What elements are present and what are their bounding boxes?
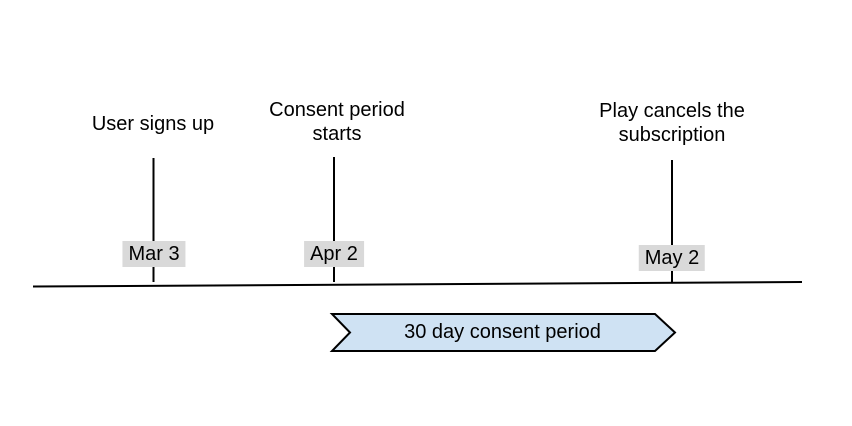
- date-chip-mar-3: Mar 3: [122, 241, 186, 267]
- event-label-play-cancels-subscription: Play cancels the subscription: [599, 100, 745, 146]
- date-chip-apr-2: Apr 2: [304, 241, 364, 267]
- event-label-user-signs-up: User signs up: [91, 113, 215, 135]
- timeline-axis: [32, 281, 803, 288]
- consent-period-banner-label: 30 day consent period: [404, 321, 601, 343]
- consent-period-banner-shape: [329, 313, 677, 352]
- date-chip-may-2: May 2: [638, 245, 706, 271]
- event-label-consent-period-starts: Consent period starts: [269, 99, 405, 145]
